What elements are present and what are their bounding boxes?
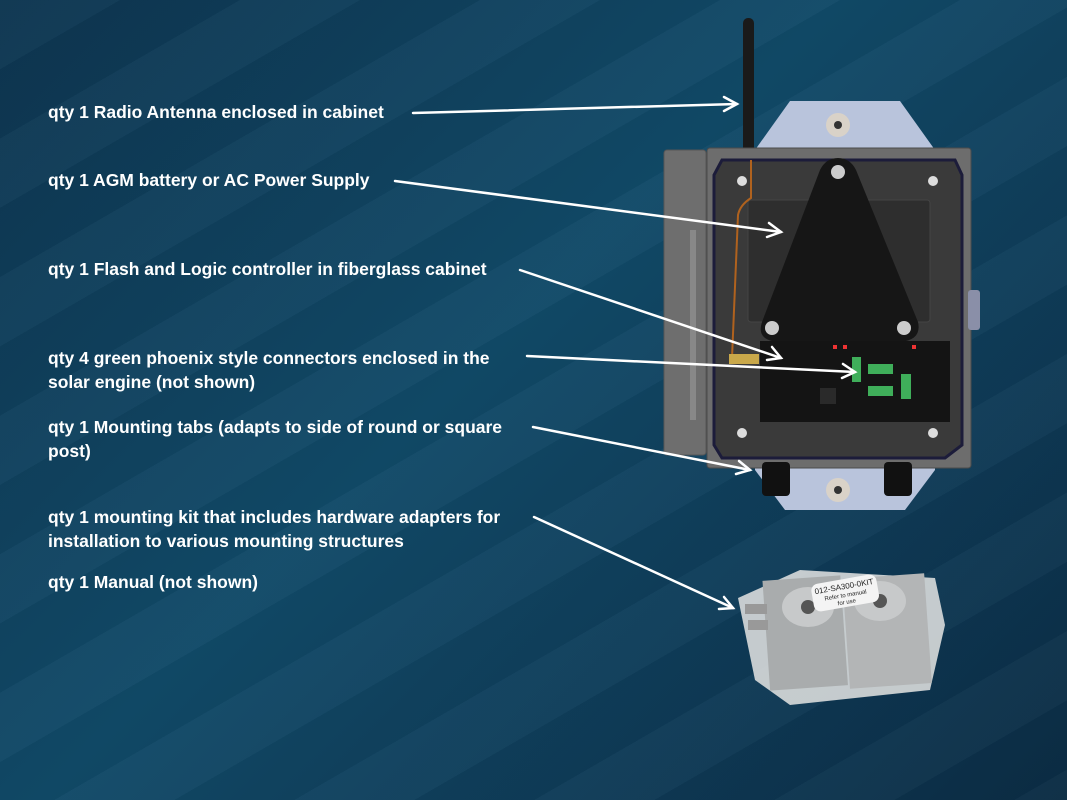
mounting-kit: 012-SA300-0KIT Refer to manual for use bbox=[738, 570, 945, 705]
phoenix-connector bbox=[852, 357, 861, 382]
phoenix-connector bbox=[868, 386, 893, 396]
cable-gland bbox=[762, 462, 790, 496]
label-mounting-tabs-line1: qty 1 Mounting tabs (adapts to side of r… bbox=[48, 417, 503, 437]
label-mounting-kit-line2: installation to various mounting structu… bbox=[48, 531, 404, 551]
label-manual: qty 1 Manual (not shown) bbox=[48, 572, 258, 592]
cable-gland bbox=[884, 462, 912, 496]
kit-tag-note-2: for use bbox=[837, 598, 857, 607]
label-mounting-tabs: qty 1 Mounting tabs (adapts to side of r… bbox=[48, 415, 502, 463]
cabinet-door bbox=[663, 149, 707, 456]
arrow-mounting-kit bbox=[532, 515, 736, 611]
label-mounting-tabs-line2: post) bbox=[48, 441, 91, 461]
battery-bracket bbox=[760, 158, 919, 342]
label-controller: qty 1 Flash and Logic controller in fibe… bbox=[48, 259, 487, 279]
label-mounting-kit: qty 1 mounting kit that includes hardwar… bbox=[48, 505, 500, 553]
arrow-connectors bbox=[525, 354, 858, 380]
radio-antenna bbox=[743, 18, 754, 163]
label-connectors: qty 4 green phoenix style connectors enc… bbox=[48, 346, 490, 394]
label-radio-antenna: qty 1 Radio Antenna enclosed in cabinet bbox=[48, 102, 384, 122]
label-battery: qty 1 AGM battery or AC Power Supply bbox=[48, 170, 370, 190]
arrow-battery bbox=[393, 179, 784, 239]
arrow-antenna bbox=[411, 95, 740, 115]
label-connectors-line1: qty 4 green phoenix style connectors enc… bbox=[48, 348, 490, 368]
phoenix-connector bbox=[868, 364, 893, 374]
phoenix-connector bbox=[901, 374, 911, 399]
arrow-mounting-tabs bbox=[531, 425, 753, 476]
label-mounting-kit-line1: qty 1 mounting kit that includes hardwar… bbox=[48, 507, 501, 527]
label-connectors-line2: solar engine (not shown) bbox=[48, 372, 256, 392]
arrow-controller bbox=[518, 268, 784, 362]
